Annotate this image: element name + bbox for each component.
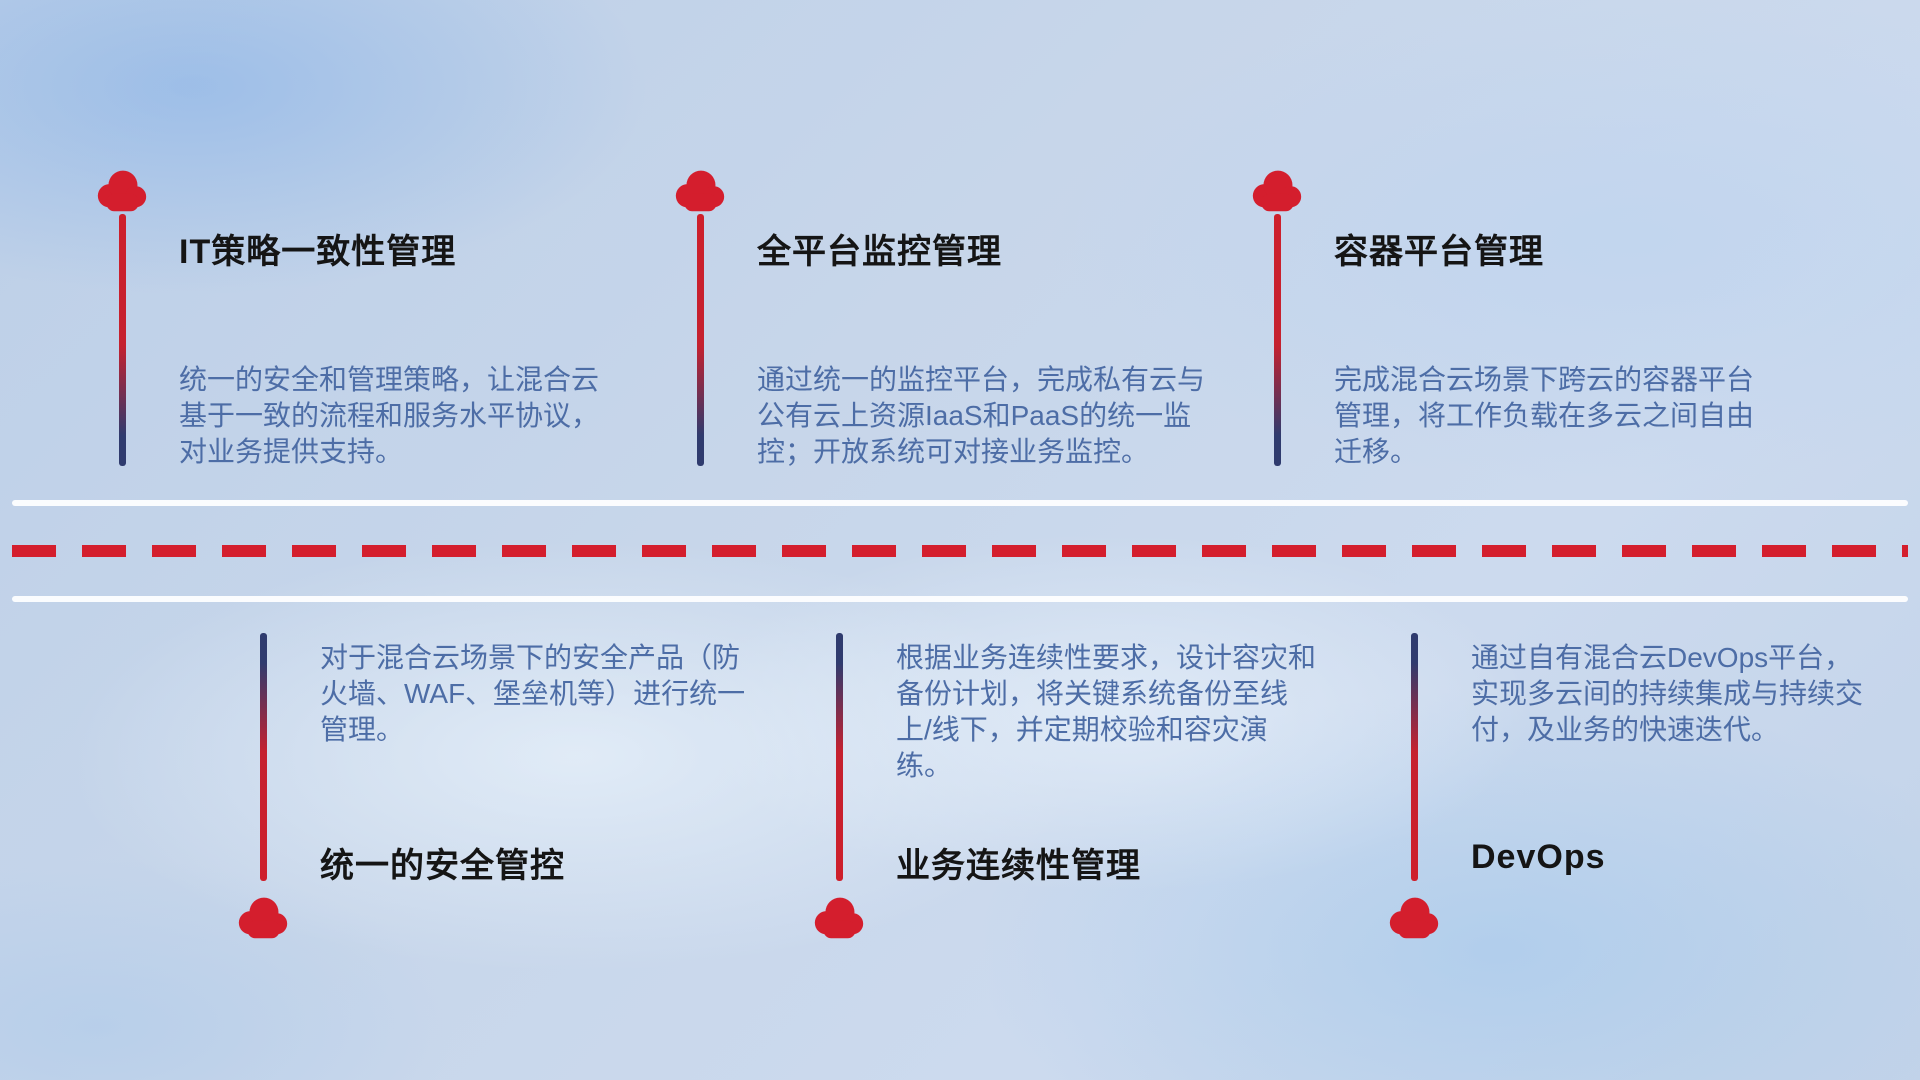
feature-description: 对于混合云场景下的安全产品（防火墙、WAF、堡垒机等）进行统一管理。 — [320, 642, 746, 745]
timeline-stem — [697, 214, 704, 466]
cloud-icon — [1248, 166, 1306, 212]
timeline-stem — [119, 214, 126, 466]
cloud-icon — [93, 166, 151, 212]
feature-title: 统一的安全管控 — [320, 847, 565, 885]
feature-title: IT策略一致性管理 — [179, 233, 457, 271]
feature-description: 统一的安全和管理策略，让混合云基于一致的流程和服务水平协议，对业务提供支持。 — [179, 364, 600, 467]
divider-top-line — [12, 500, 1908, 506]
timeline-stem — [260, 633, 267, 881]
timeline-stem — [836, 633, 843, 881]
feature-description: 通过自有混合云DevOps平台，实现多云间的持续集成与持续交付，及业务的快速迭代… — [1471, 642, 1864, 745]
cloud-icon — [671, 166, 729, 212]
timeline-stem — [1274, 214, 1281, 466]
cloud-icon — [234, 893, 292, 939]
feature-title: 全平台监控管理 — [757, 233, 1002, 271]
timeline-stem — [1411, 633, 1418, 881]
divider-bottom-line — [12, 596, 1908, 602]
feature-title: DevOps — [1471, 838, 1606, 876]
divider-dashed-line — [12, 545, 1908, 557]
cloud-icon — [810, 893, 868, 939]
feature-description: 根据业务连续性要求，设计容灾和备份计划，将关键系统备份至线上/线下，并定期校验和… — [896, 642, 1317, 781]
feature-title: 容器平台管理 — [1334, 233, 1544, 271]
feature-description: 通过统一的监控平台，完成私有云与公有云上资源IaaS和PaaS的统一监控；开放系… — [757, 364, 1206, 467]
cloud-icon — [1385, 893, 1443, 939]
feature-title: 业务连续性管理 — [896, 847, 1141, 885]
feature-description: 完成混合云场景下跨云的容器平台管理，将工作负载在多云之间自由迁移。 — [1334, 364, 1755, 467]
